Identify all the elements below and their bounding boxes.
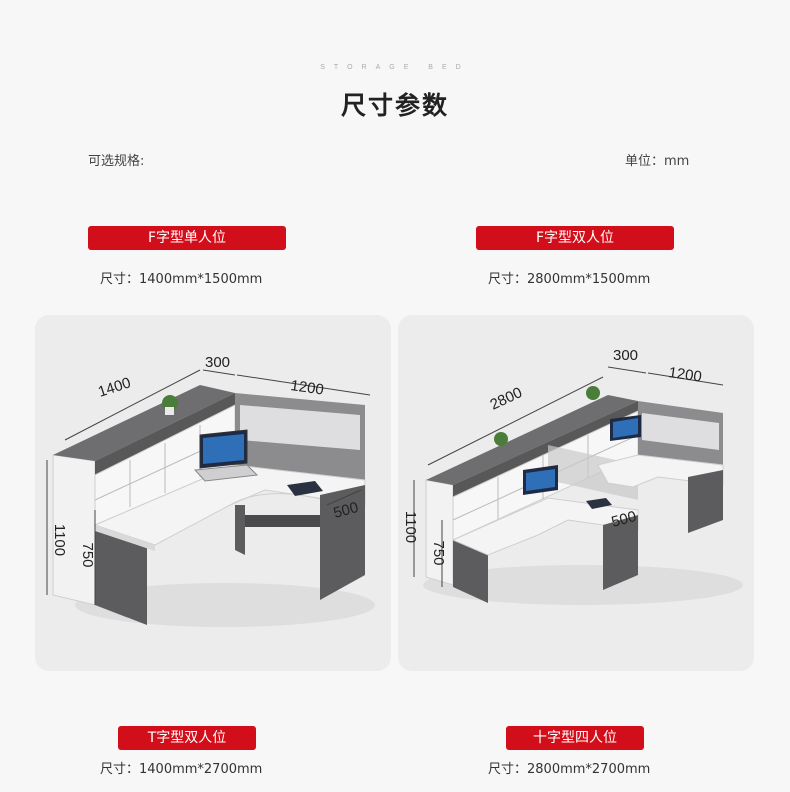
product-image-single: 1400 300 1200 500 1100 750	[35, 315, 391, 671]
dim-desk-length: 1200	[667, 364, 702, 385]
dim-depth: 300	[205, 354, 230, 371]
dim-desk-depth: 500	[610, 508, 639, 531]
option-badge-t-double: T字型双人位	[118, 726, 256, 750]
option-size-t-double: 尺寸：1400mm*2700mm	[100, 762, 263, 777]
spec-label: 可选规格:	[88, 154, 145, 169]
dim-desk-height: 750	[79, 542, 96, 567]
dim-width: 1400	[96, 374, 133, 400]
desk-diagram-single: 1400 300 1200 500 1100 750	[46, 354, 375, 627]
subtitle: STORAGE BED	[320, 64, 470, 71]
dim-desk-depth: 500	[332, 499, 361, 522]
dim-height: 1100	[402, 511, 419, 543]
option-size-f-double: 尺寸：2800mm*1500mm	[488, 272, 651, 287]
option-size-cross-four: 尺寸：2800mm*2700mm	[488, 762, 651, 777]
option-badge-f-double: F字型双人位	[476, 226, 674, 250]
dim-desk-height: 750	[430, 540, 447, 565]
dim-desk-length: 1200	[289, 377, 324, 398]
dim-width: 2800	[488, 384, 525, 414]
product-image-double: 2800 300 1200 500 1100 750	[398, 315, 754, 671]
dim-depth: 300	[613, 347, 638, 364]
option-badge-cross-four: 十字型四人位	[506, 726, 644, 750]
dim-height: 1100	[51, 524, 68, 556]
option-badge-f-single: F字型单人位	[88, 226, 286, 250]
desk-diagram-double: 2800 300 1200 500 1100 750	[402, 347, 743, 605]
unit-label: 单位：mm	[625, 154, 690, 169]
option-size-f-single: 尺寸：1400mm*1500mm	[100, 272, 263, 287]
page-title: 尺寸参数	[340, 91, 449, 120]
